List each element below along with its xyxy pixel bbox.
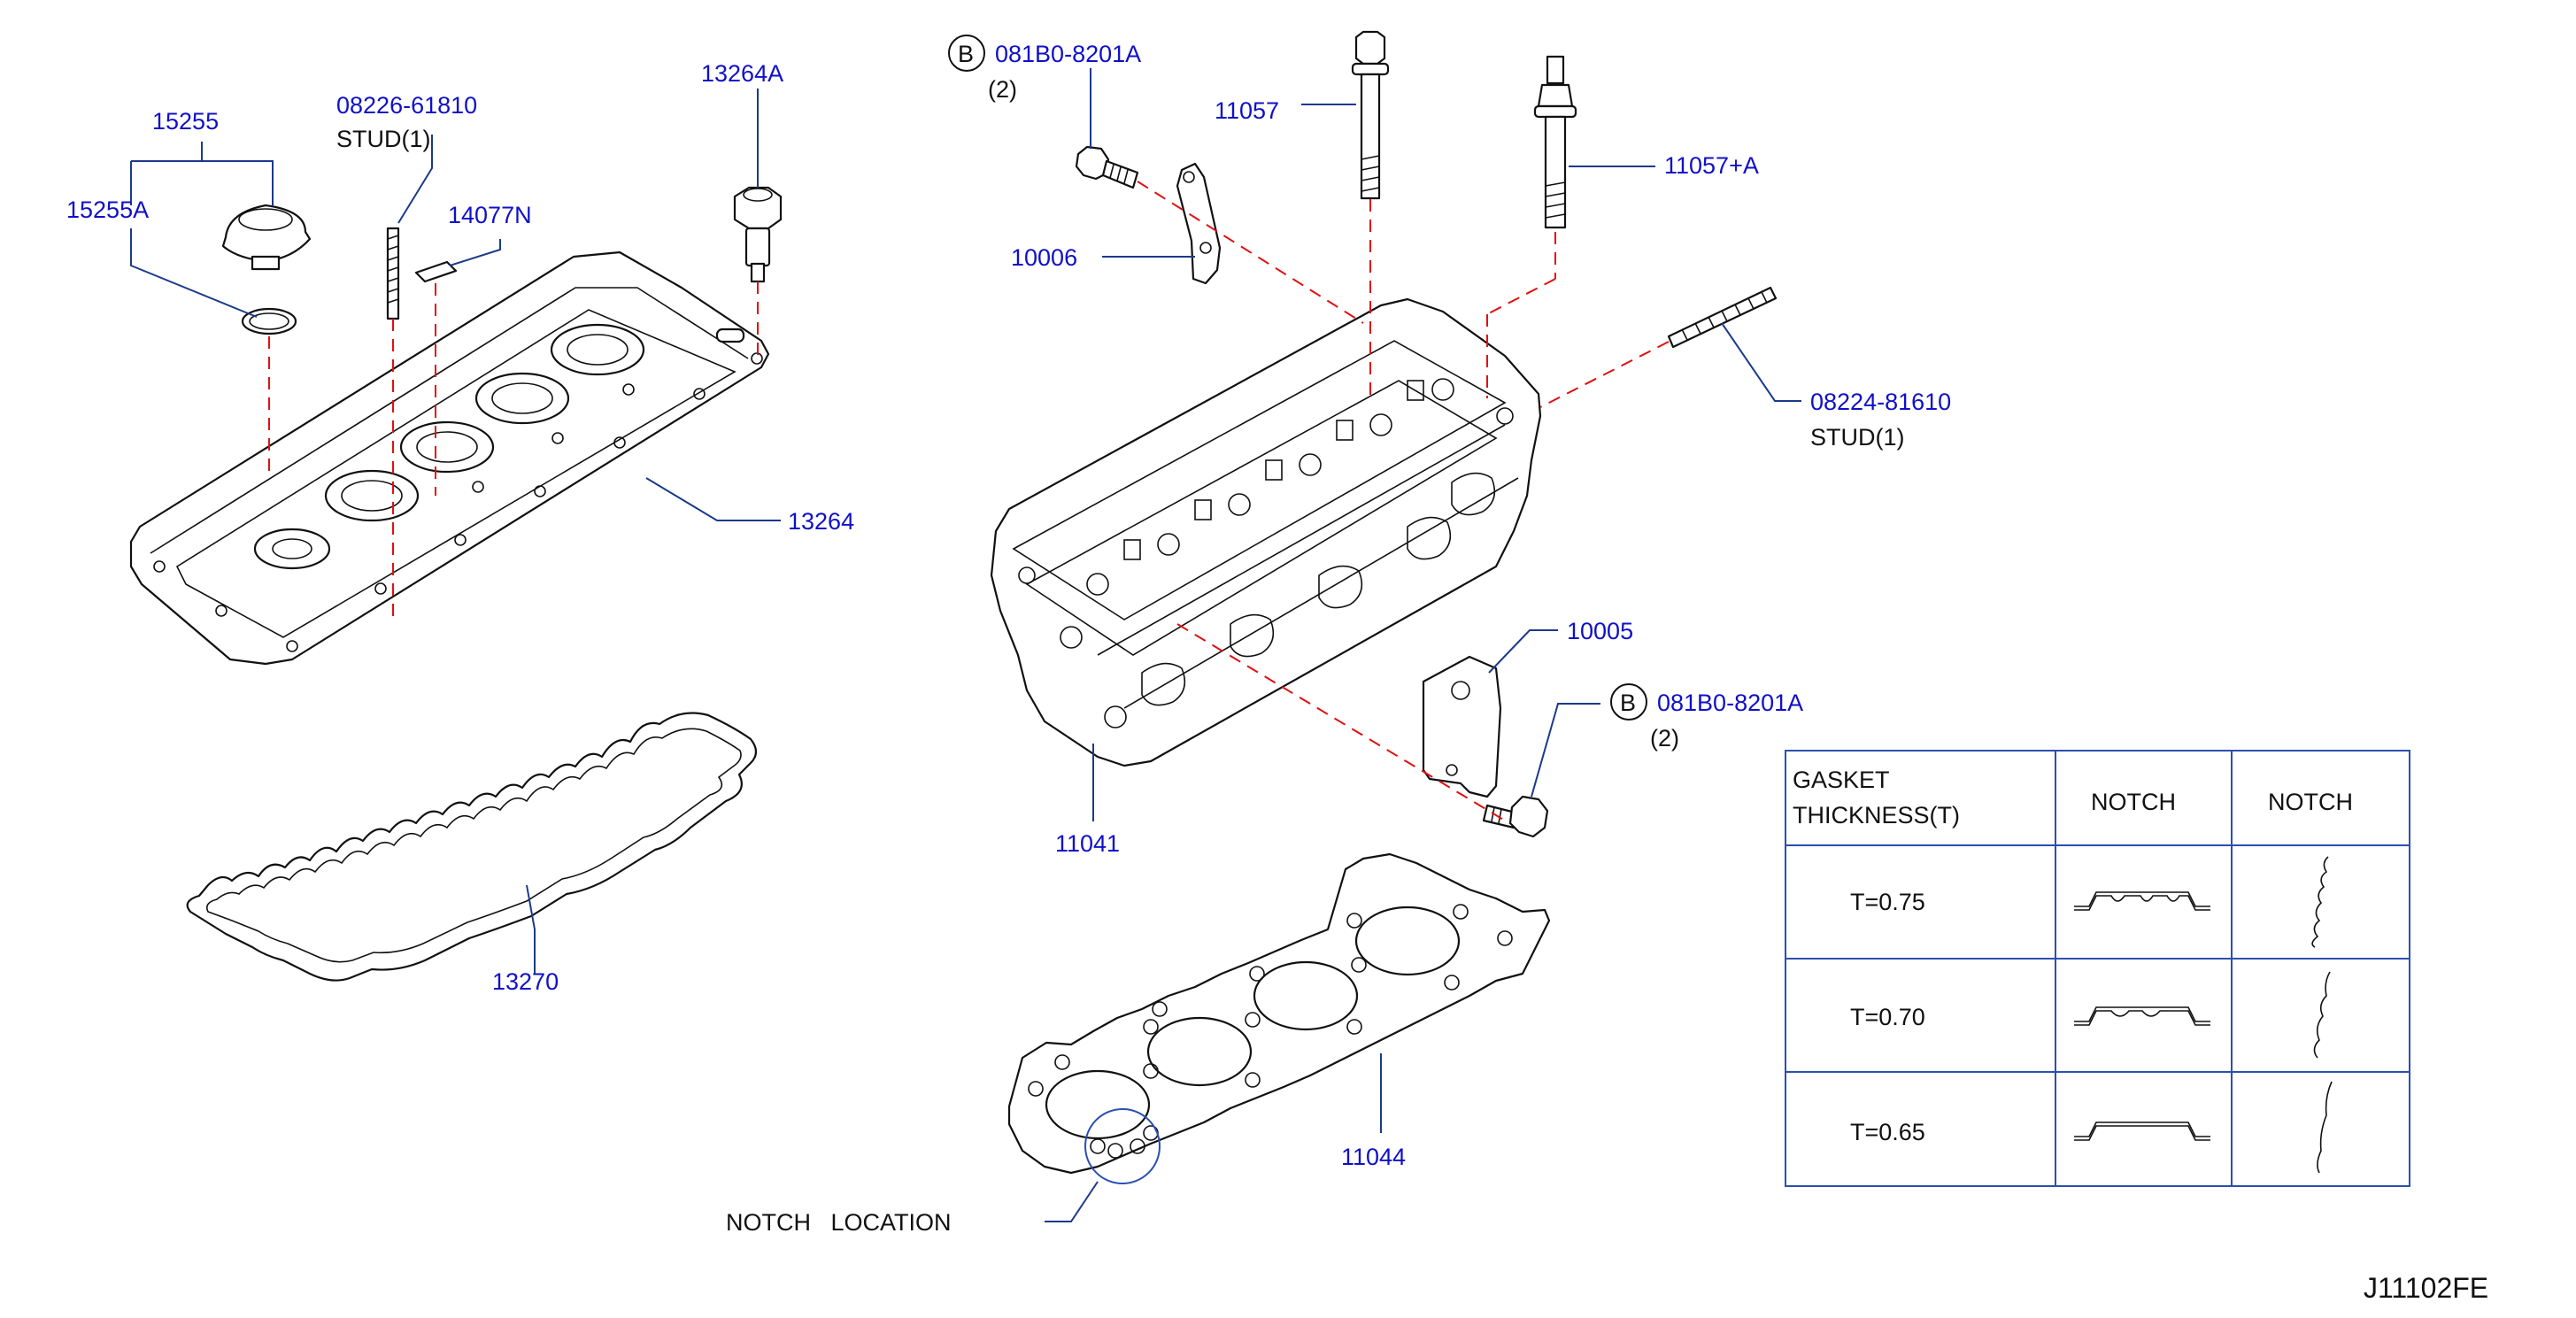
- b-marker-text-bottom: B: [1620, 690, 1636, 716]
- table-row-thickness-2: T=0.70: [1850, 1004, 1925, 1030]
- bracket-10006: [1176, 162, 1222, 285]
- table-row-thickness-1: T=0.75: [1850, 889, 1925, 915]
- bolt-081B0-bottom: [1482, 795, 1549, 838]
- label-11044: 11044: [1341, 1144, 1406, 1170]
- notch-edge-flat: [2317, 1081, 2333, 1174]
- table-row-thickness-3: T=0.65: [1850, 1119, 1925, 1145]
- bracket-10005: [1422, 655, 1502, 798]
- notch-location-circle: [1084, 1108, 1161, 1184]
- label-081B0-bottom: 081B0-8201A: [1657, 690, 1803, 716]
- label-stud-left: STUD(1): [336, 126, 431, 152]
- label-11057A: 11057+A: [1664, 152, 1759, 179]
- label-stud-right: STUD(1): [1810, 424, 1905, 451]
- label-qty-bottom: (2): [1650, 725, 1679, 751]
- b-marker-text-top: B: [958, 41, 974, 67]
- label-13264: 13264: [788, 508, 854, 535]
- label-13264A: 13264A: [701, 60, 783, 87]
- table-header-notch-1: NOTCH: [2091, 789, 2176, 815]
- table-header-thickness: THICKNESS(T): [1793, 802, 1960, 829]
- label-11041: 11041: [1055, 830, 1120, 857]
- cylinder-head-11041: [990, 297, 1542, 767]
- notch-profile-flat: [2074, 1121, 2210, 1141]
- label-10005: 10005: [1567, 618, 1633, 644]
- o-ring: [241, 307, 297, 335]
- oil-filler-cap: [221, 204, 312, 271]
- table-header-notch-2: NOTCH: [2268, 789, 2353, 815]
- head-bolt-11057A: [1533, 55, 1577, 229]
- head-gasket-11044: [1007, 852, 1551, 1175]
- diagram-id: J11102FE: [2364, 1272, 2488, 1304]
- head-bolt-11057: [1351, 30, 1390, 200]
- leader-lines: [130, 68, 1801, 1222]
- label-13270: 13270: [492, 968, 559, 995]
- label-15255: 15255: [152, 108, 219, 135]
- b-circle-marker-bottom: B: [1610, 683, 1647, 721]
- label-plate: [414, 260, 458, 283]
- valve-cover-13264: [129, 250, 770, 666]
- notch-edge-three: [2311, 856, 2329, 948]
- bolt-13264A: [733, 186, 783, 283]
- label-081B0-top: 081B0-8201A: [995, 41, 1141, 67]
- label-14077N: 14077N: [448, 202, 532, 228]
- b-circle-marker-top: B: [948, 35, 985, 72]
- label-10006: 10006: [1011, 244, 1077, 271]
- table-header-gasket: GASKET: [1793, 767, 1890, 793]
- gasket-thickness-table: GASKET THICKNESS(T) NOTCH NOTCH T=0.75 T…: [1785, 750, 2410, 1187]
- notch-profile-three-bumps: [2074, 891, 2210, 911]
- label-notch-location: NOTCH LOCATION: [726, 1209, 952, 1236]
- label-qty-top: (2): [988, 76, 1017, 103]
- label-08226-61810: 08226-61810: [336, 92, 477, 119]
- bolt-081B0-top: [1075, 145, 1139, 189]
- gasket-13270: [186, 712, 758, 982]
- alignment-lines: [268, 181, 1670, 824]
- stud-left: [386, 227, 400, 320]
- notch-profile-two-bumps: [2074, 1006, 2210, 1026]
- stud-right: [1667, 286, 1778, 349]
- label-11057: 11057: [1215, 97, 1279, 124]
- label-08224-81610: 08224-81610: [1810, 389, 1951, 415]
- notch-edge-two: [2313, 971, 2331, 1059]
- label-15255A: 15255A: [66, 197, 149, 223]
